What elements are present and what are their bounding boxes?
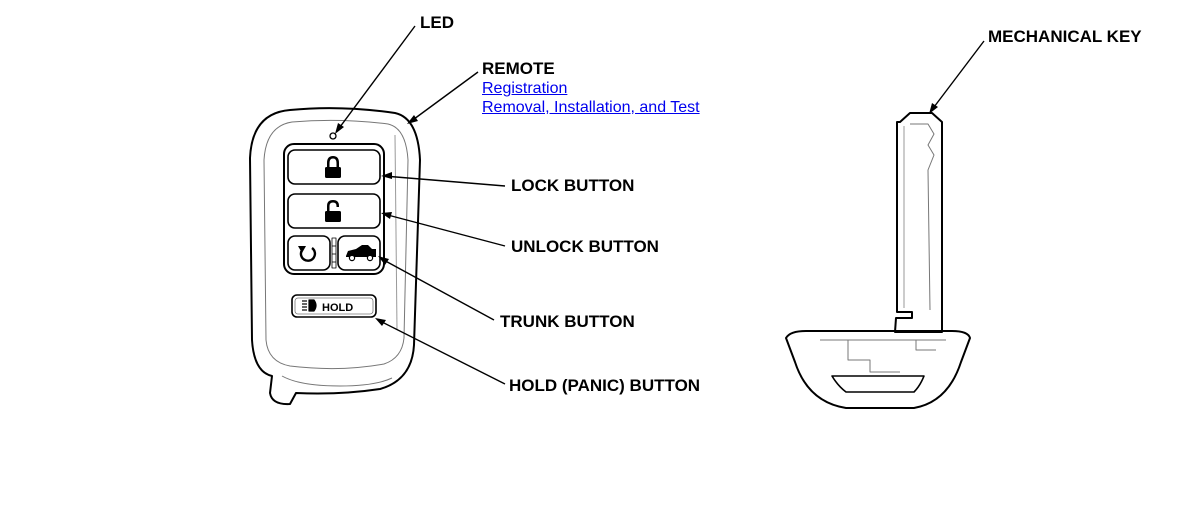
arrow-remote [407, 115, 418, 124]
leader-unlock [383, 213, 506, 247]
key-blade-groove [910, 123, 935, 311]
fob-side-ridge [394, 134, 398, 331]
leader-led [336, 25, 416, 132]
mechanical-key [785, 112, 971, 409]
trunk-car-icon [346, 245, 376, 262]
fob-bottom-detail [281, 375, 393, 387]
headlight-icon [302, 299, 317, 312]
leader-remote [409, 71, 479, 123]
hold-small-label [331, 237, 337, 269]
fob-inner-outline [263, 119, 409, 370]
leader-trunk [379, 257, 495, 321]
hold-button-shape[interactable] [291, 294, 377, 318]
remote-start-icon [299, 247, 317, 262]
lock-icon [325, 156, 341, 178]
remote-fob: HOLD [249, 107, 421, 406]
key-grip [785, 330, 971, 409]
arrow-unlock [381, 212, 392, 219]
arrow-mechanical-key [929, 103, 938, 114]
arrow-hold [375, 318, 386, 326]
label-trunk-button: TRUNK BUTTON [500, 312, 635, 331]
label-led: LED [420, 13, 454, 32]
label-unlock-button: UNLOCK BUTTON [511, 237, 659, 256]
trunk-button-shape[interactable] [337, 235, 381, 271]
link-registration[interactable]: Registration [482, 80, 568, 97]
remote-start-button-shape[interactable] [287, 235, 331, 271]
key-blade [894, 112, 943, 333]
arrow-lock [381, 172, 392, 179]
lock-button-shape[interactable] [287, 149, 381, 185]
leader-mechanical-key [930, 40, 985, 112]
leader-lines [335, 25, 985, 385]
button-panel [283, 143, 385, 275]
hold-button-inner [294, 297, 374, 315]
led-indicator [329, 132, 337, 140]
leader-hold [377, 319, 506, 385]
key-grip-inner [820, 339, 946, 373]
key-grip-slot [831, 375, 925, 393]
hold-button-text: HOLD [322, 302, 353, 314]
link-removal-installation-test[interactable]: Removal, Installation, and Test [482, 99, 700, 116]
label-remote: REMOTE [482, 59, 555, 78]
leader-lock [383, 175, 506, 187]
remote-start-arrow [298, 246, 306, 253]
unlock-button-shape[interactable] [287, 193, 381, 229]
fob-outer-shell [249, 107, 421, 406]
unlock-icon [325, 200, 341, 222]
label-hold-panic-button: HOLD (PANIC) BUTTON [509, 376, 701, 395]
label-mechanical-key: MECHANICAL KEY [988, 27, 1142, 46]
arrow-trunk [378, 256, 389, 265]
arrow-led [335, 123, 344, 134]
label-lock-button: LOCK BUTTON [511, 176, 635, 195]
